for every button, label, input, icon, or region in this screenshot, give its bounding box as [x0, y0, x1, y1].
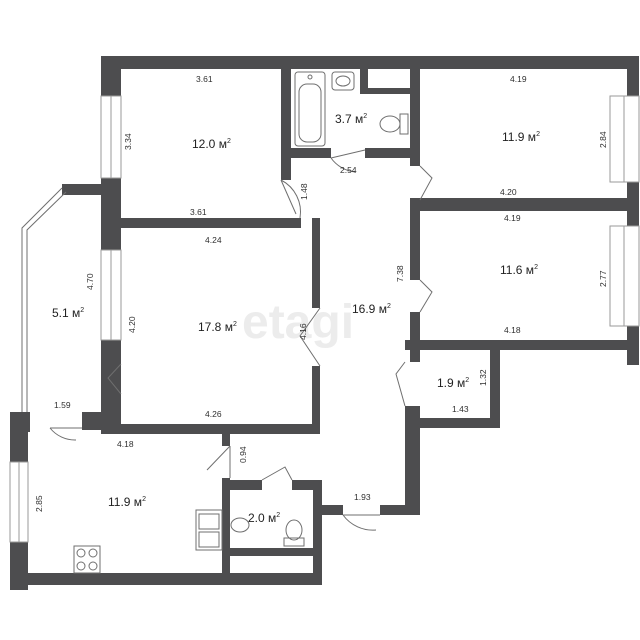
dimension-label: 1.48 [299, 183, 309, 200]
dimension-label: 4.18 [504, 325, 521, 335]
room-area-bedroom-top-right: 11.9 м2 [502, 130, 540, 144]
dimension-label: 2.54 [340, 165, 357, 175]
dimension-label: 4.16 [298, 323, 308, 340]
doors [49, 149, 433, 531]
dimension-label: 3.61 [196, 74, 213, 84]
toilet-icon [379, 113, 409, 135]
room-labels: 12.0 м2 3.7 м2 11.9 м2 5.1 м2 17.8 м2 16… [52, 112, 540, 525]
dimension-labels: 3.61 3.34 3.61 2.54 1.48 4.19 2.84 4.20 … [34, 74, 608, 512]
dimension-label: 3.34 [123, 133, 133, 150]
small-sink-icon [230, 517, 250, 533]
dimension-label: 3.61 [190, 207, 207, 217]
dimension-label: 1.32 [478, 369, 488, 386]
dimension-label: 4.20 [500, 187, 517, 197]
room-area-bedroom-right: 11.6 м2 [500, 263, 538, 277]
dimension-label: 4.18 [117, 439, 134, 449]
room-area-closet: 1.9 м2 [437, 376, 469, 390]
dimension-label: 4.70 [85, 273, 95, 290]
windows [9, 95, 640, 543]
dimension-label: 2.77 [598, 270, 608, 287]
dimension-label: 1.93 [354, 492, 371, 502]
kitchen-sink-icon [195, 509, 223, 551]
dimension-label: 1.59 [54, 400, 71, 410]
balcony-outline [21, 187, 67, 412]
small-toilet-icon [283, 519, 305, 547]
room-area-toilet: 2.0 м2 [248, 511, 280, 525]
room-area-bedroom-top-left: 12.0 м2 [192, 137, 231, 151]
room-area-bathroom: 3.7 м2 [335, 112, 367, 126]
sink-icon [331, 71, 355, 91]
room-area-kitchen: 11.9 м2 [108, 495, 146, 509]
dimension-label: 2.84 [598, 131, 608, 148]
dimension-label: 0.94 [238, 446, 248, 463]
room-area-hallway: 16.9 м2 [352, 302, 391, 316]
dimension-label: 4.19 [504, 213, 521, 223]
dimension-label: 4.26 [205, 409, 222, 419]
dimension-label: 4.20 [127, 316, 137, 333]
dimension-label: 2.85 [34, 495, 44, 512]
room-area-living-room: 17.8 м2 [198, 320, 237, 334]
room-area-balcony: 5.1 м2 [52, 306, 84, 320]
watermark: etagi [242, 296, 354, 349]
bathtub-icon [294, 71, 326, 147]
walls [10, 56, 639, 590]
stove-icon [73, 545, 101, 574]
dimension-label: 4.24 [205, 235, 222, 245]
dimension-label: 1.43 [452, 404, 469, 414]
dimension-label: 7.38 [395, 265, 405, 282]
dimension-label: 4.19 [510, 74, 527, 84]
